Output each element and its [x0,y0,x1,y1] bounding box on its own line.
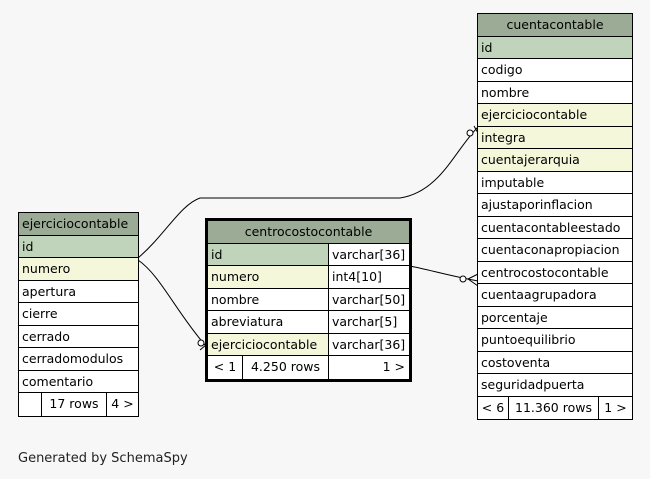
column-row[interactable]: puntoequilibrio [478,329,632,352]
column-row[interactable]: id [478,36,632,59]
table-cuentacontable[interactable]: cuentacontable id codigo nombre ejercici… [477,13,633,420]
column-row[interactable]: ejerciciocontable [478,104,632,127]
column-name: nombre [208,288,329,310]
column-row[interactable]: costoventa [478,352,632,374]
column-name: ejerciciocontable [208,333,329,355]
column-row[interactable]: centrocostocontable [478,262,632,284]
column-type: varchar[5] [332,314,398,329]
column-row[interactable]: codigo [478,59,632,82]
column-name: porcentaje [481,309,548,325]
table-footer: < 6 11.360 rows 1 > [478,396,632,419]
column-name: centrocostocontable [481,264,609,280]
table-header[interactable]: cuentacontable [478,14,632,37]
column-name: id [481,39,493,55]
row-count: 17 rows [42,393,107,416]
column-row[interactable]: ejerciciocontable varchar[36] [208,333,409,356]
column-row[interactable]: nombre varchar[50] [208,288,409,311]
generated-by-credit: Generated by SchemaSpy [18,451,188,466]
table-footer: 17 rows 4 > [19,393,138,416]
column-row[interactable]: integra [478,126,632,149]
relation-end-crowfoot [467,278,479,287]
column-row[interactable]: cuentajerarquia [478,149,632,172]
column-name: numero [208,266,329,288]
column-type: varchar[50] [332,291,406,307]
children-count[interactable]: 1 > [604,399,627,415]
column-name: comentario [22,373,94,389]
table-title: cuentacontable [506,17,604,32]
column-name: id [208,243,329,265]
parents-count[interactable]: < 1 [208,356,243,379]
column-row[interactable]: id [19,235,138,258]
parents-count[interactable]: < 6 [478,396,509,419]
children-count[interactable]: 4 > [111,396,134,411]
relation-centrocosto-ejerciciocontable [137,259,206,346]
row-count: 4.250 rows [243,356,329,379]
column-row[interactable]: cerrado [19,326,138,348]
relation-end-circle [459,275,467,283]
relation-end-circle [197,339,205,347]
table-header[interactable]: ejerciciocontable [19,213,138,236]
column-name: apertura [22,283,77,299]
relation-end-crowfoot [467,273,479,280]
table-title: centrocostocontable [244,224,373,239]
table-centrocostocontable[interactable]: centrocostocontable id varchar[36] numer… [205,218,412,382]
column-name: ajustaporinflacion [481,197,593,212]
column-row[interactable]: nombre [478,82,632,104]
column-type: int4[10] [332,269,382,284]
column-name: cerrado [22,328,70,344]
column-name: ejerciciocontable [481,107,588,122]
relation-cuentacontable-ejerciciocontable [137,126,479,259]
children-count[interactable]: 1 > [382,359,405,374]
column-type: varchar[36] [329,243,409,265]
column-row[interactable]: numero int4[10] [208,266,409,289]
column-name: nombre [481,84,530,100]
table-header[interactable]: centrocostocontable [208,221,409,244]
column-row[interactable]: cerradomodulos [19,348,138,371]
table-ejerciciocontable[interactable]: ejerciciocontable id numero apertura cie… [18,212,139,417]
row-count: 11.360 rows [509,396,599,419]
column-row[interactable]: imputable [478,172,632,194]
column-row[interactable]: abreviatura varchar[5] [208,311,409,334]
column-name: codigo [481,62,523,77]
column-name: cuentaagrupadora [481,287,597,302]
column-name: cuentacontableestado [481,219,621,235]
column-row[interactable]: numero [19,258,138,281]
column-name: costoventa [481,354,551,370]
column-row[interactable]: seguridadpuerta [478,374,632,397]
column-name: integra [481,129,526,145]
column-name: seguridadpuerta [481,377,585,392]
column-name: id [22,238,34,254]
relation-end-circle [466,129,474,137]
relation-cuentacontable-centrocosto [409,265,479,282]
column-row[interactable]: cuentacontableestado [478,217,632,239]
column-row[interactable]: porcentaje [478,307,632,329]
column-type: varchar[36] [332,336,406,352]
column-name: cuentaconapropiacion [481,242,620,257]
column-name: cierre [22,306,58,321]
table-footer: < 1 4.250 rows 1 > [208,356,409,379]
column-name: puntoequilibrio [481,332,576,347]
column-name: cuentajerarquia [481,152,580,167]
column-name: imputable [481,174,545,190]
column-row[interactable]: id varchar[36] [208,243,409,266]
table-title: ejerciciocontable [22,216,129,231]
column-row[interactable]: cierre [19,303,138,326]
column-row[interactable]: ajustaporinflacion [478,194,632,217]
column-name: cerradomodulos [22,351,124,366]
column-row[interactable]: apertura [19,281,138,303]
column-row[interactable]: cuentaagrupadora [478,284,632,307]
column-row[interactable]: cuentaconapropiacion [478,239,632,262]
column-name: numero [22,261,71,276]
column-name: abreviatura [208,311,329,333]
parents-count[interactable] [19,393,42,416]
column-row[interactable]: comentario [19,371,138,393]
